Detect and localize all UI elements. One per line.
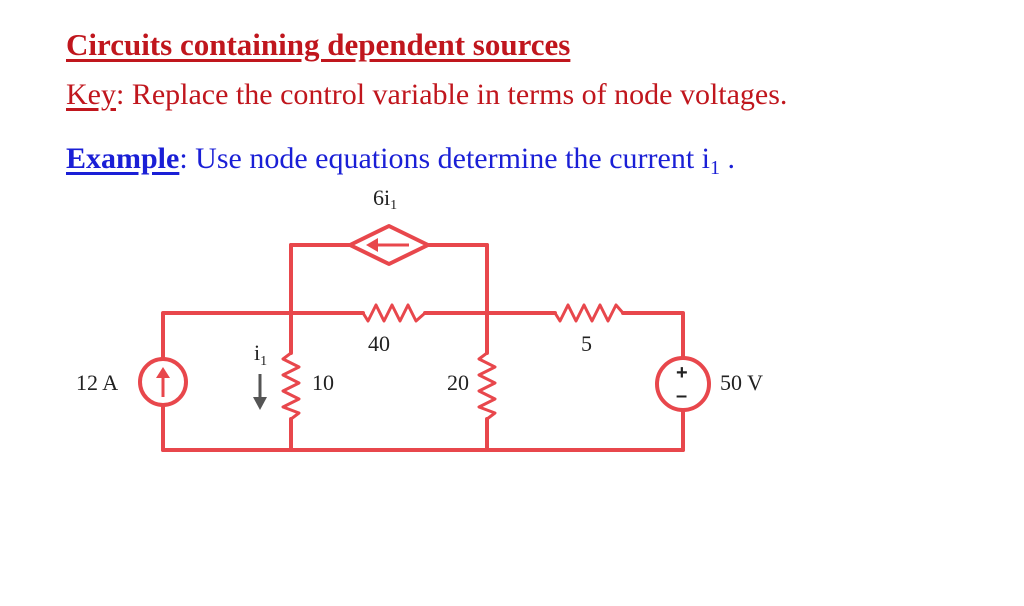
example-text: : Use node equations determine the curre… [179, 142, 710, 175]
key-line: Key: Replace the control variable in ter… [66, 78, 787, 112]
current-source-label: 12 A [76, 370, 118, 395]
resistor-40-label: 40 [368, 331, 390, 356]
key-text: : Replace the control variable in terms … [115, 78, 788, 111]
example-line: Example: Use node equations determine th… [66, 142, 735, 180]
slide-title: Circuits containing dependent sources [66, 27, 571, 62]
voltage-source-50v [655, 356, 711, 412]
example-label: Example [66, 142, 180, 175]
resistor-10-label: 10 [312, 370, 334, 395]
voltage-plus-sign: + [676, 362, 688, 384]
resistor-20 [477, 351, 497, 421]
current-arrow [253, 374, 267, 410]
resistor-5-label: 5 [581, 331, 592, 356]
down-arrow-icon [253, 397, 267, 410]
example-end: . [720, 142, 736, 175]
resistor-5 [553, 303, 625, 323]
circuit-wires [161, 243, 685, 452]
resistor-10 [281, 351, 301, 421]
voltage-minus-sign: – [676, 385, 687, 407]
dependent-current-source [348, 224, 430, 266]
left-arrow-icon [366, 238, 378, 252]
right-wire [621, 311, 685, 452]
key-label: Key [66, 78, 116, 111]
current-source-12a [138, 357, 188, 407]
dependent-source-label: 6i1 [373, 185, 397, 213]
resistor-40 [361, 303, 426, 323]
example-subscript: 1 [710, 157, 720, 179]
left-wire [161, 311, 365, 452]
resistor-20-label: 20 [447, 370, 469, 395]
current-i1-label: i1 [254, 340, 267, 369]
up-arrow-icon [156, 367, 170, 378]
voltage-source-label: 50 V [720, 370, 763, 395]
